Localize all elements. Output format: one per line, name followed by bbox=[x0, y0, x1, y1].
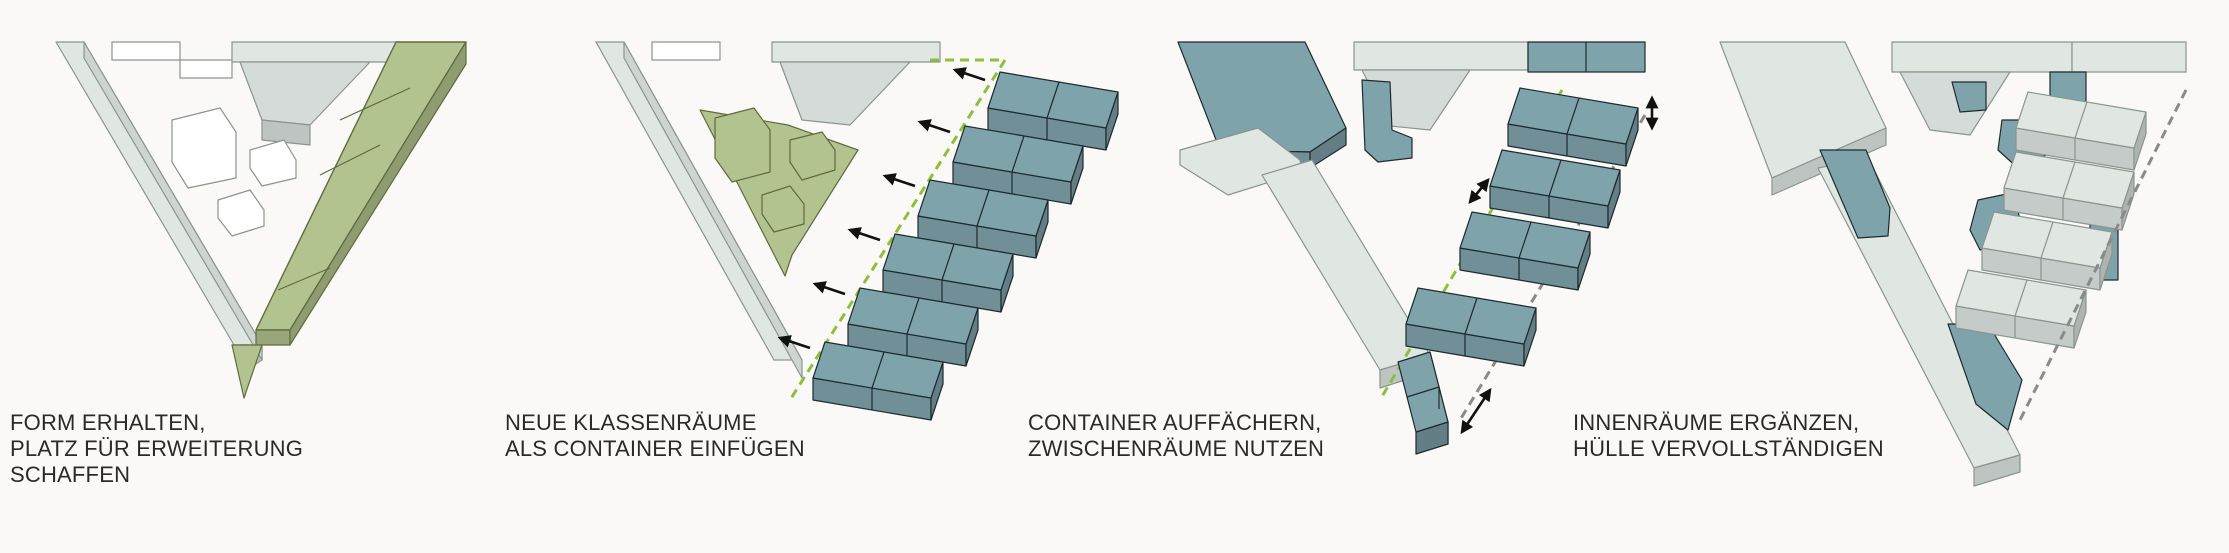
classroom-container bbox=[882, 233, 1014, 313]
spacing-arrow-icon bbox=[1460, 387, 1492, 435]
box-division-line bbox=[976, 189, 990, 227]
caption-panel-3: CONTAINER AUFFÄCHERN, ZWISCHENRÄUME NUTZ… bbox=[1028, 410, 1324, 462]
caption-line: INNENRÄUME ERGÄNZEN, bbox=[1573, 410, 1860, 435]
caption-line: NEUE KLASSENRÄUME bbox=[505, 410, 757, 435]
outline-building bbox=[111, 41, 181, 61]
interior-container bbox=[1819, 149, 1891, 239]
existing-top-wing-top bbox=[1353, 41, 1529, 71]
interior-container bbox=[1951, 81, 1987, 113]
insert-arrow-icon bbox=[812, 281, 846, 296]
panel-1-form bbox=[55, 41, 467, 399]
green-inner-building bbox=[761, 185, 805, 233]
box-division-line bbox=[941, 243, 955, 281]
caption-panel-1: FORM ERHALTEN, PLATZ FÜR ERWEITERUNG SCH… bbox=[10, 410, 303, 488]
caption-line: ALS CONTAINER EINFÜGEN bbox=[505, 436, 805, 461]
outline-building bbox=[179, 59, 233, 79]
green-inner-building bbox=[714, 107, 771, 183]
classroom-container bbox=[847, 287, 979, 367]
green-zone-corner bbox=[231, 344, 263, 399]
insert-arrow-icon bbox=[847, 227, 881, 242]
hull-long-wing-side bbox=[1973, 454, 2021, 487]
classroom-container bbox=[917, 179, 1049, 259]
panel-3-fan-out bbox=[1177, 41, 1646, 389]
box-division-line bbox=[1464, 297, 1478, 335]
hull-top-row bbox=[2071, 41, 2187, 73]
fanned-container bbox=[1507, 87, 1639, 167]
fanned-container bbox=[1489, 149, 1621, 229]
green-zone-division bbox=[319, 144, 381, 176]
classroom-container bbox=[987, 71, 1119, 151]
green-zone-division bbox=[277, 267, 331, 291]
existing-top-wing-side bbox=[261, 119, 311, 146]
existing-long-wing-top bbox=[1261, 159, 1431, 371]
hull-completion-unit bbox=[2015, 91, 2147, 171]
existing-top-wing-top bbox=[771, 41, 941, 63]
box-division-line bbox=[1566, 97, 1580, 135]
container-wedge bbox=[1361, 79, 1413, 163]
insert-arrow-icon bbox=[917, 119, 951, 134]
hull-completion-unit bbox=[2003, 151, 2135, 231]
box-division-line bbox=[1046, 81, 1060, 119]
caption-panel-4: INNENRÄUME ERGÄNZEN, HÜLLE VERVOLLSTÄNDI… bbox=[1573, 410, 1884, 462]
outline-building bbox=[651, 41, 721, 61]
classroom-container bbox=[812, 341, 944, 421]
box-division-line bbox=[906, 297, 920, 335]
insert-arrow-icon bbox=[882, 173, 916, 188]
inner-building-outline bbox=[217, 189, 265, 237]
box-division-line bbox=[2074, 101, 2088, 139]
green-zone-division bbox=[339, 87, 411, 121]
box-division-line bbox=[1548, 159, 1562, 197]
caption-line: ZWISCHENRÄUME NUTZEN bbox=[1028, 436, 1325, 461]
existing-top-wing-top bbox=[1891, 41, 2073, 73]
box-division-line bbox=[2040, 221, 2054, 259]
caption-line: PLATZ FÜR ERWEITERUNG bbox=[10, 436, 304, 461]
green-inner-building bbox=[789, 131, 836, 181]
insert-arrow-icon bbox=[777, 335, 811, 350]
hull-completion-unit bbox=[1981, 211, 2113, 291]
caption-line: CONTAINER AUFFÄCHERN, bbox=[1028, 410, 1322, 435]
box-division-line bbox=[1011, 135, 1025, 173]
box-division-line bbox=[1518, 221, 1532, 259]
green-expansion-zone-front bbox=[289, 41, 467, 346]
box-division-line bbox=[871, 351, 885, 389]
inner-building-outline bbox=[171, 107, 237, 189]
classroom-container bbox=[952, 125, 1084, 205]
green-expansion-zone-side bbox=[255, 329, 291, 346]
grey-boundary-dashed-line bbox=[2018, 89, 2188, 421]
panel-2-insert bbox=[595, 41, 941, 379]
caption-panel-2: NEUE KLASSENRÄUME ALS CONTAINER EINFÜGEN bbox=[505, 410, 805, 462]
insert-arrow-icon bbox=[952, 67, 986, 82]
fanned-container-end bbox=[1397, 351, 1449, 455]
inner-building-outline bbox=[249, 139, 297, 187]
existing-long-wing-front bbox=[83, 41, 263, 361]
caption-line: HÜLLE VERVOLLSTÄNDIGEN bbox=[1573, 436, 1884, 461]
caption-line: SCHAFFEN bbox=[10, 462, 131, 487]
existing-top-wing-cut bbox=[779, 61, 911, 126]
hull-completion-unit bbox=[1955, 269, 2087, 349]
fanned-container bbox=[1405, 287, 1537, 367]
fanned-container bbox=[1459, 211, 1591, 291]
box-division-line bbox=[2062, 161, 2076, 199]
box-division-line bbox=[1406, 386, 1440, 398]
spacing-arrow-icon bbox=[1468, 177, 1490, 205]
existing-top-wing-top bbox=[231, 41, 401, 63]
box-division-line bbox=[2014, 279, 2028, 317]
existing-long-wing-front bbox=[623, 41, 803, 379]
caption-line: FORM ERHALTEN, bbox=[10, 410, 206, 435]
